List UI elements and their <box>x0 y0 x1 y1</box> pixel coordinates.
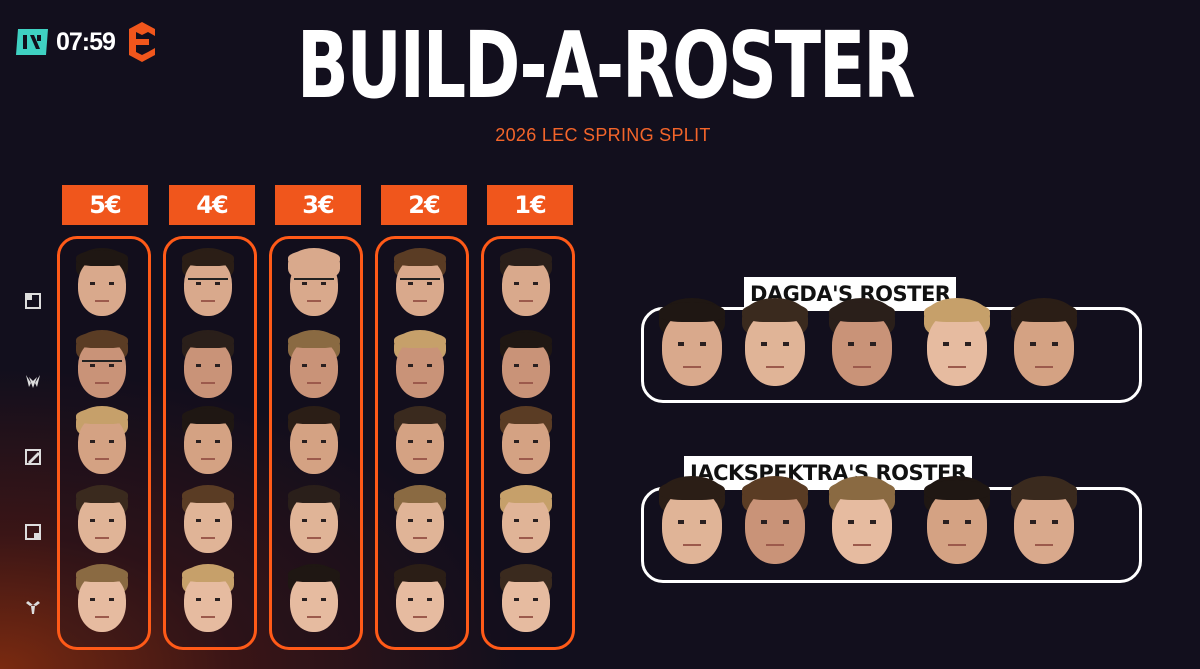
price-tag-1: 1€ <box>487 185 573 225</box>
player-portrait[interactable] <box>496 246 556 316</box>
player-portrait[interactable] <box>390 404 450 474</box>
page-title: BUILD-A-ROSTER <box>296 12 916 119</box>
mid-role-icon <box>25 449 41 465</box>
player-portrait[interactable] <box>178 562 238 632</box>
price-tag-4: 4€ <box>169 185 255 225</box>
player-portrait[interactable] <box>390 562 450 632</box>
roster-player-portrait <box>1006 296 1082 386</box>
player-portrait[interactable] <box>72 562 132 632</box>
player-portrait[interactable] <box>496 562 556 632</box>
roster-player-portrait <box>824 296 900 386</box>
player-portrait[interactable] <box>390 483 450 553</box>
roster-player-portrait <box>919 296 995 386</box>
match-clock: 07:59 <box>56 27 116 56</box>
price-tag-3: 3€ <box>275 185 361 225</box>
roster-player-portrait <box>919 474 995 564</box>
roster-player-portrait <box>654 296 730 386</box>
player-portrait[interactable] <box>496 328 556 398</box>
player-portrait[interactable] <box>284 328 344 398</box>
bot-role-icon <box>25 524 41 540</box>
player-portrait[interactable] <box>178 246 238 316</box>
player-portrait[interactable] <box>72 246 132 316</box>
player-portrait[interactable] <box>72 328 132 398</box>
player-portrait[interactable] <box>72 404 132 474</box>
player-portrait[interactable] <box>178 404 238 474</box>
team-logo-icon <box>16 29 48 55</box>
player-portrait[interactable] <box>496 404 556 474</box>
player-portrait[interactable] <box>284 562 344 632</box>
price-tag-2: 2€ <box>381 185 467 225</box>
support-role-icon <box>26 601 40 614</box>
player-portrait[interactable] <box>284 246 344 316</box>
price-tag-5: 5€ <box>62 185 148 225</box>
player-portrait[interactable] <box>390 246 450 316</box>
page-subtitle: 2026 LEC SPRING SPLIT <box>495 125 711 145</box>
roster-player-portrait <box>654 474 730 564</box>
player-portrait[interactable] <box>178 483 238 553</box>
player-portrait[interactable] <box>284 483 344 553</box>
player-portrait[interactable] <box>284 404 344 474</box>
roster-player-portrait <box>737 474 813 564</box>
lec-logo-icon <box>128 22 155 62</box>
broadcast-hud: 07:59 <box>14 20 157 64</box>
player-portrait[interactable] <box>178 328 238 398</box>
roster-player-portrait <box>824 474 900 564</box>
roster-label-jackspektra: JACKSPEKTRA'S ROSTER <box>684 456 973 490</box>
player-portrait[interactable] <box>496 483 556 553</box>
top-role-icon <box>25 293 41 309</box>
player-portrait[interactable] <box>390 328 450 398</box>
player-portrait[interactable] <box>72 483 132 553</box>
roster-player-portrait <box>1006 474 1082 564</box>
jungle-role-icon <box>26 375 40 388</box>
roster-player-portrait <box>737 296 813 386</box>
